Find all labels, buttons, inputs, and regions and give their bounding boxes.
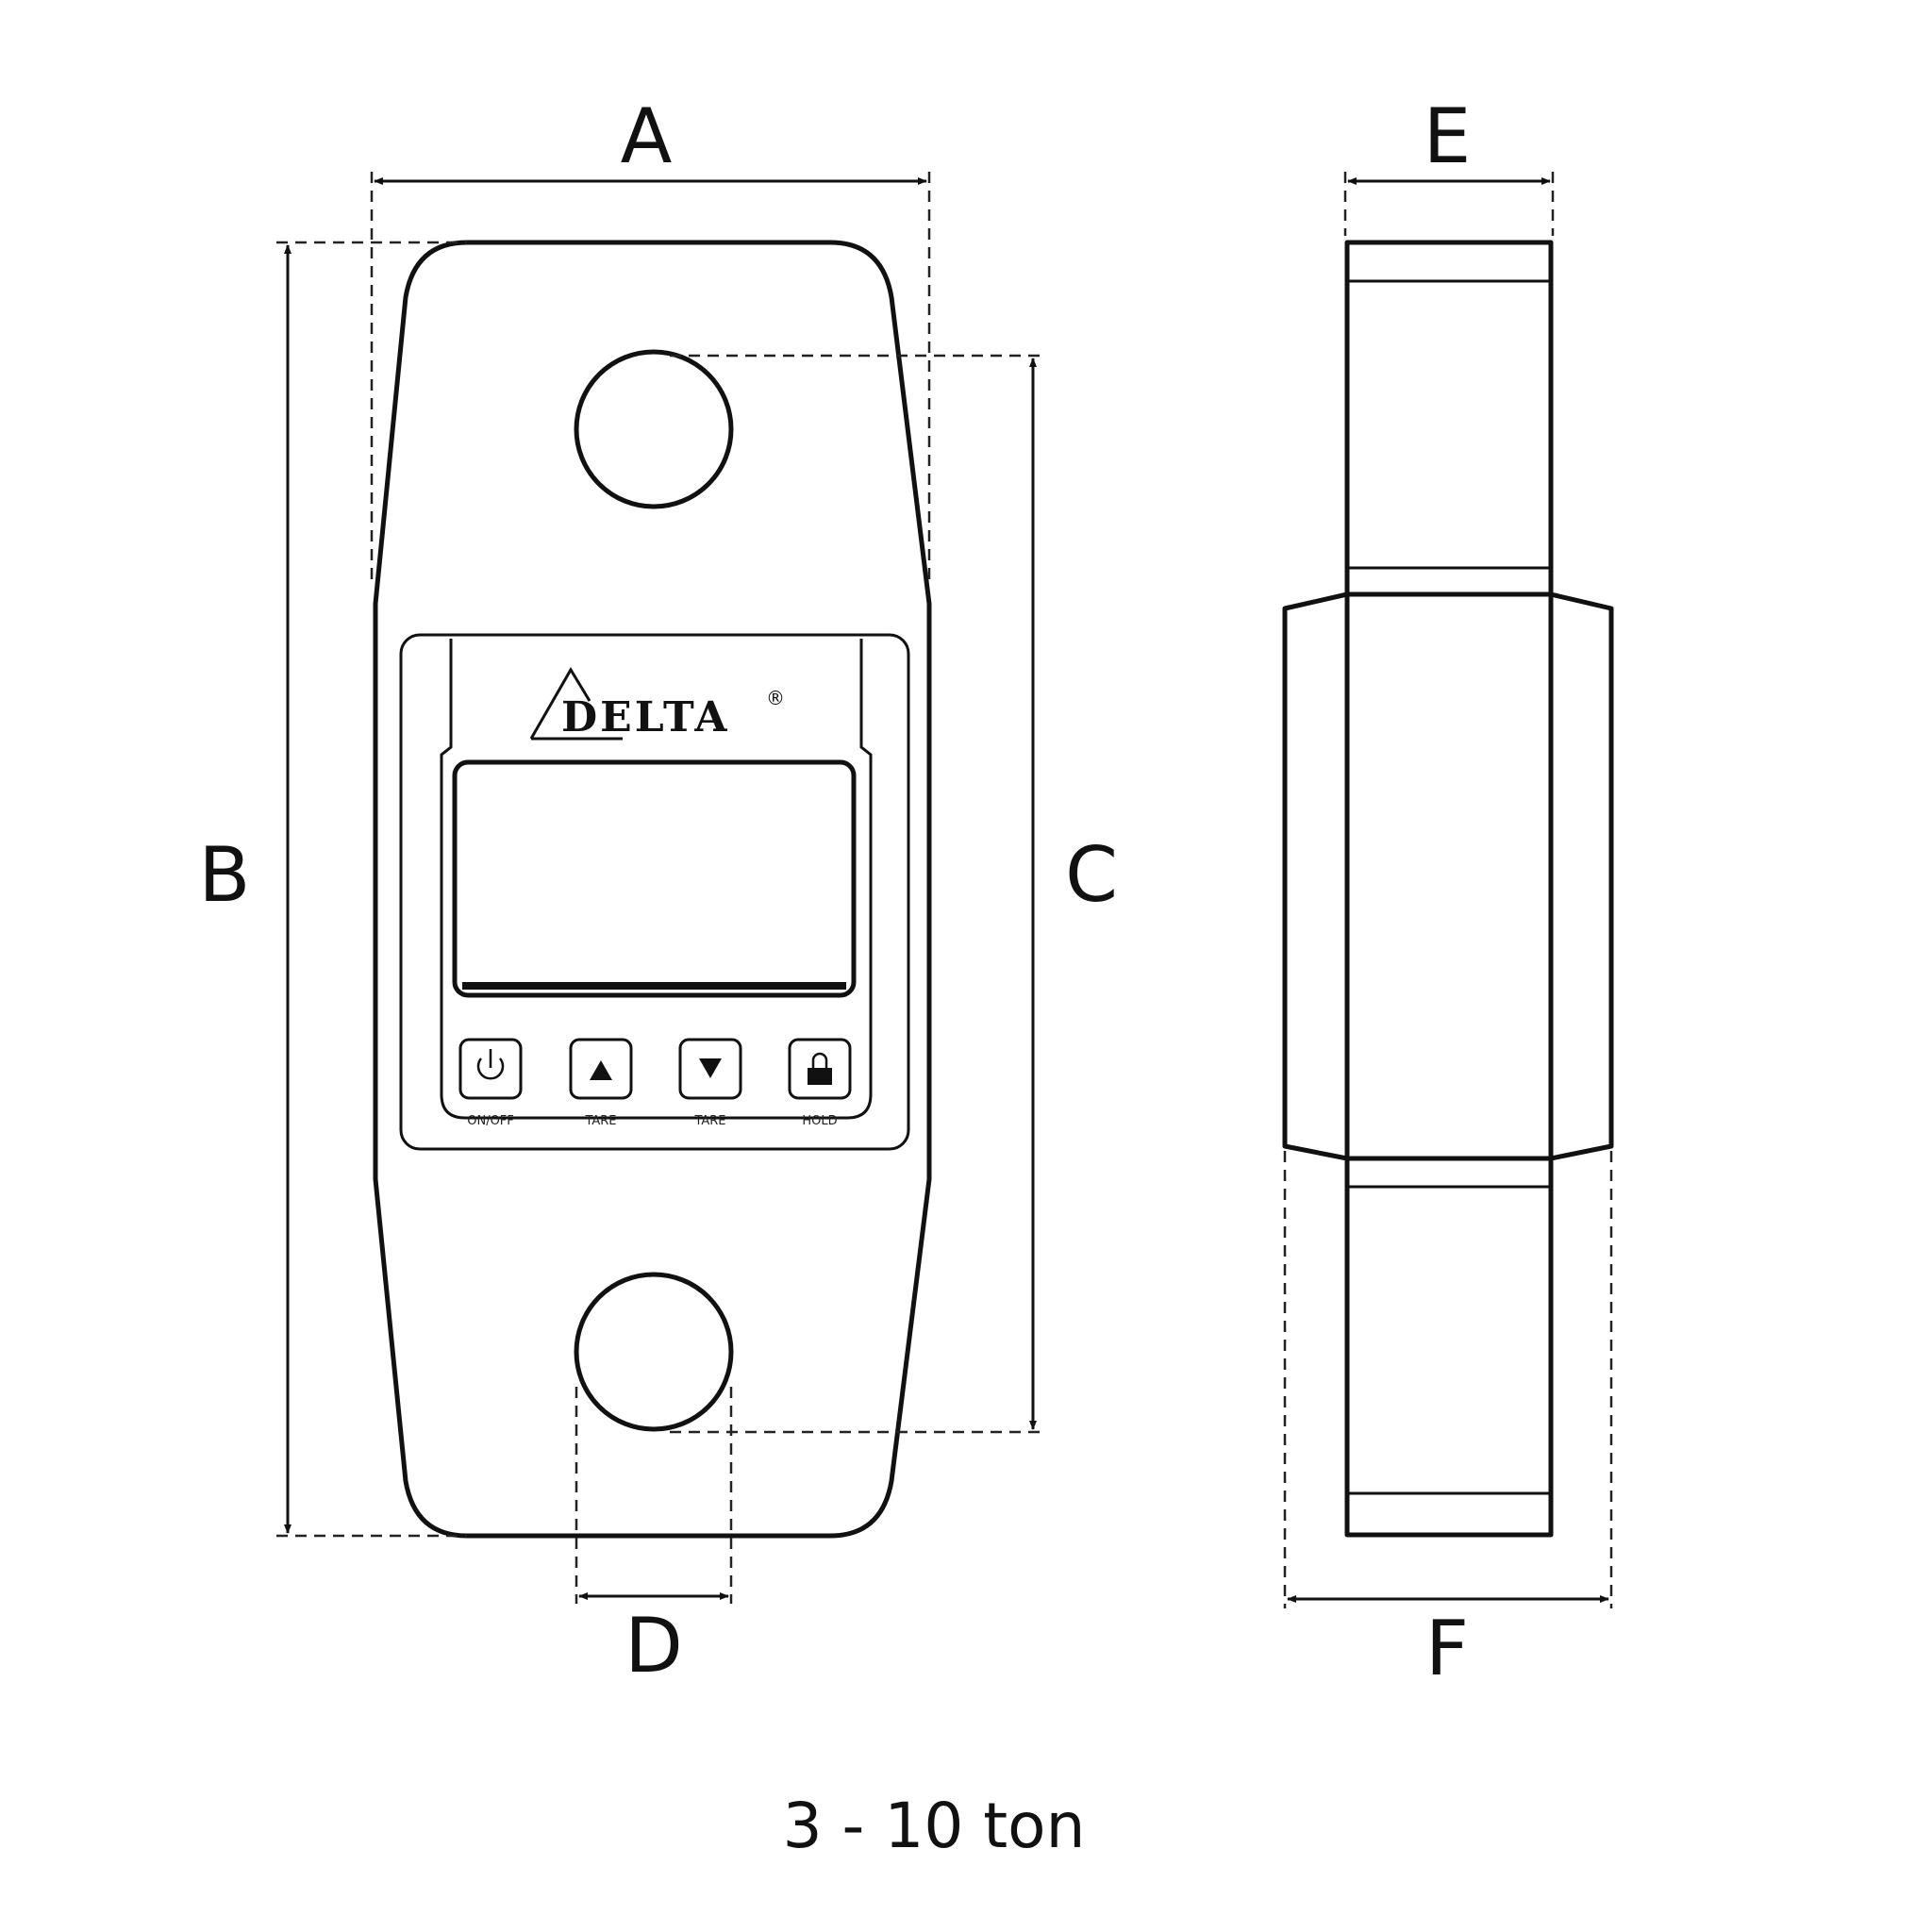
- dimension-d: D: [575, 1387, 733, 1690]
- dimension-a: A: [370, 92, 931, 585]
- down-button[interactable]: [678, 1038, 742, 1100]
- dimension-f: F: [1283, 1151, 1613, 1692]
- dimension-e-label: E: [1424, 92, 1472, 180]
- delta-logo: DELTA ®: [529, 667, 785, 741]
- power-button[interactable]: [458, 1038, 523, 1100]
- down-button-label: TARE: [693, 1114, 725, 1128]
- side-view: [1282, 240, 1614, 1538]
- up-arrow-icon: [590, 1060, 612, 1080]
- side-plate: [1344, 240, 1554, 1538]
- panel-inner: [440, 639, 873, 1120]
- capacity-caption: 3 - 10 ton: [783, 1790, 1086, 1862]
- lock-button[interactable]: [788, 1038, 852, 1100]
- lock-button-label: HOLD: [802, 1114, 837, 1128]
- up-button-label: TARE: [584, 1114, 616, 1128]
- dimension-e: E: [1343, 92, 1555, 236]
- dimension-b-label: B: [199, 831, 251, 919]
- dimension-b: B: [199, 241, 467, 1538]
- dimension-d-label: D: [625, 1602, 683, 1690]
- power-button-label: ON/OFF: [467, 1114, 514, 1128]
- brand-name: DELTA: [561, 693, 730, 741]
- panel-outer: [399, 633, 910, 1151]
- registered-mark: ®: [766, 687, 785, 709]
- dimension-c-label: C: [1065, 831, 1118, 919]
- up-button[interactable]: [569, 1038, 633, 1100]
- delta-triangle-icon: [529, 667, 591, 740]
- down-arrow-icon: [699, 1058, 722, 1078]
- dimension-f-label: F: [1425, 1605, 1469, 1692]
- dimension-c: C: [670, 354, 1118, 1434]
- front-body-outline: [373, 240, 932, 1539]
- bottom-shackle-hole: [574, 1272, 734, 1432]
- display-panel: DELTA ® ON/OFF TARE: [399, 633, 910, 1151]
- power-icon: [476, 1049, 505, 1080]
- lcd-screen: [452, 759, 857, 998]
- top-shackle-hole: [574, 349, 734, 509]
- lock-icon: [808, 1052, 832, 1085]
- front-view: DELTA ® ON/OFF TARE: [373, 240, 932, 1539]
- dimension-a-label: A: [621, 92, 673, 180]
- side-housing: [1282, 591, 1614, 1161]
